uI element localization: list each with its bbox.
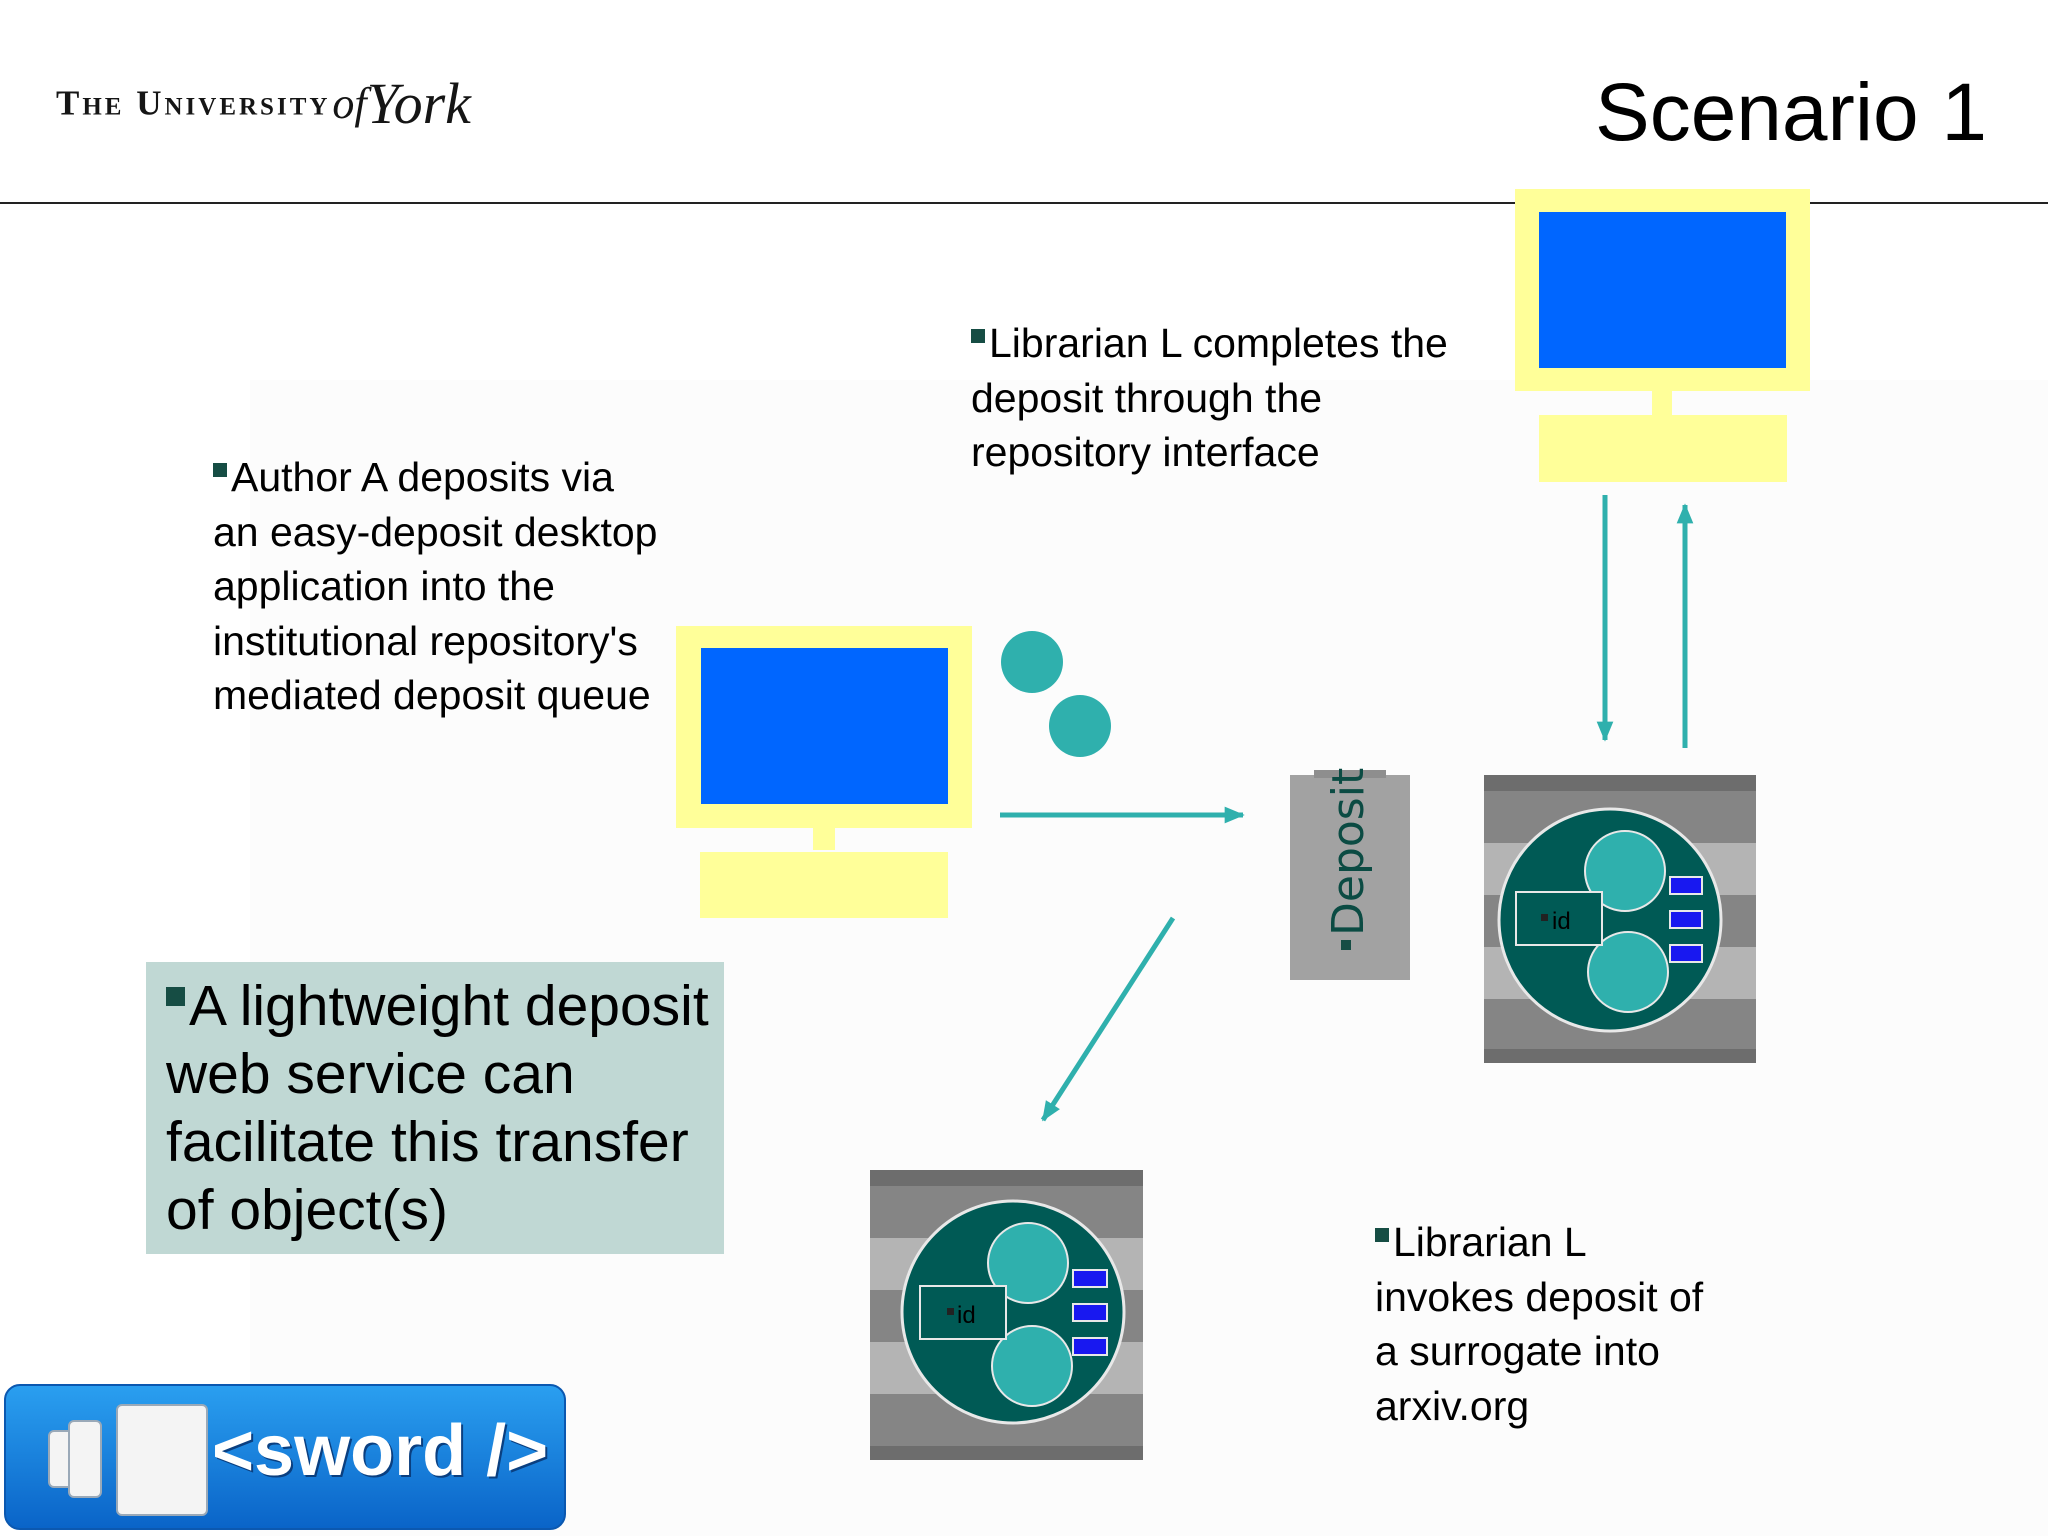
author-computer-stand <box>813 828 835 850</box>
librarian-computer-screen <box>1539 212 1786 368</box>
librarian-completes-label: Librarian L completes the deposit throug… <box>971 320 1448 475</box>
bullet-icon <box>166 986 185 1006</box>
logo-of: of <box>332 79 367 128</box>
author-computer-keyboard <box>700 852 948 918</box>
header-divider <box>0 202 2048 204</box>
digital-object-1 <box>1001 631 1063 693</box>
arxiv-id-label: id <box>957 1302 976 1329</box>
librarian-computer-monitor <box>1515 189 1810 391</box>
author-computer-monitor <box>676 626 972 828</box>
librarian-invokes-text: Librarian L invokes deposit of a surroga… <box>1375 1215 1735 1433</box>
digital-object-2 <box>1049 695 1111 757</box>
sword-logo: <sword /> <box>4 1384 566 1530</box>
author-computer-screen <box>701 648 948 804</box>
repository-id-label: id <box>1552 908 1571 935</box>
callout-label: A lightweight deposit web service can fa… <box>166 974 709 1242</box>
bullet-icon <box>213 463 227 478</box>
logo-caps: The University <box>56 83 331 123</box>
bullet-icon <box>971 329 985 344</box>
author-deposit-text: Author A deposits via an easy-deposit de… <box>213 450 663 723</box>
bullet-icon <box>1341 940 1351 950</box>
document-stack-icon <box>68 1420 102 1498</box>
sword-label: <sword /> <box>212 1411 549 1491</box>
document-icon <box>116 1404 208 1516</box>
librarian-computer-keyboard <box>1539 415 1787 482</box>
librarian-completes-text: Librarian L completes the deposit throug… <box>971 316 1481 480</box>
university-of-york-logo: The UniversityofYork <box>56 70 471 150</box>
deposit-label: Deposit <box>1323 768 1374 936</box>
deposit-box-lid <box>1314 770 1386 778</box>
arrow-to-arxiv <box>1040 916 1176 1122</box>
institutional-repository: id <box>1484 775 1756 1063</box>
bullet-icon <box>1375 1228 1389 1243</box>
librarian-computer-stand <box>1652 391 1672 415</box>
arxiv-repository: id <box>870 1170 1143 1460</box>
web-service-callout: A lightweight deposit web service can fa… <box>146 962 724 1254</box>
slide-title: Scenario 1 <box>1595 67 1988 158</box>
logo-york: York <box>366 71 471 136</box>
author-deposit-label: Author A deposits via an easy-deposit de… <box>213 454 658 718</box>
librarian-invokes-label: Librarian L invokes deposit of a surroga… <box>1375 1219 1704 1429</box>
